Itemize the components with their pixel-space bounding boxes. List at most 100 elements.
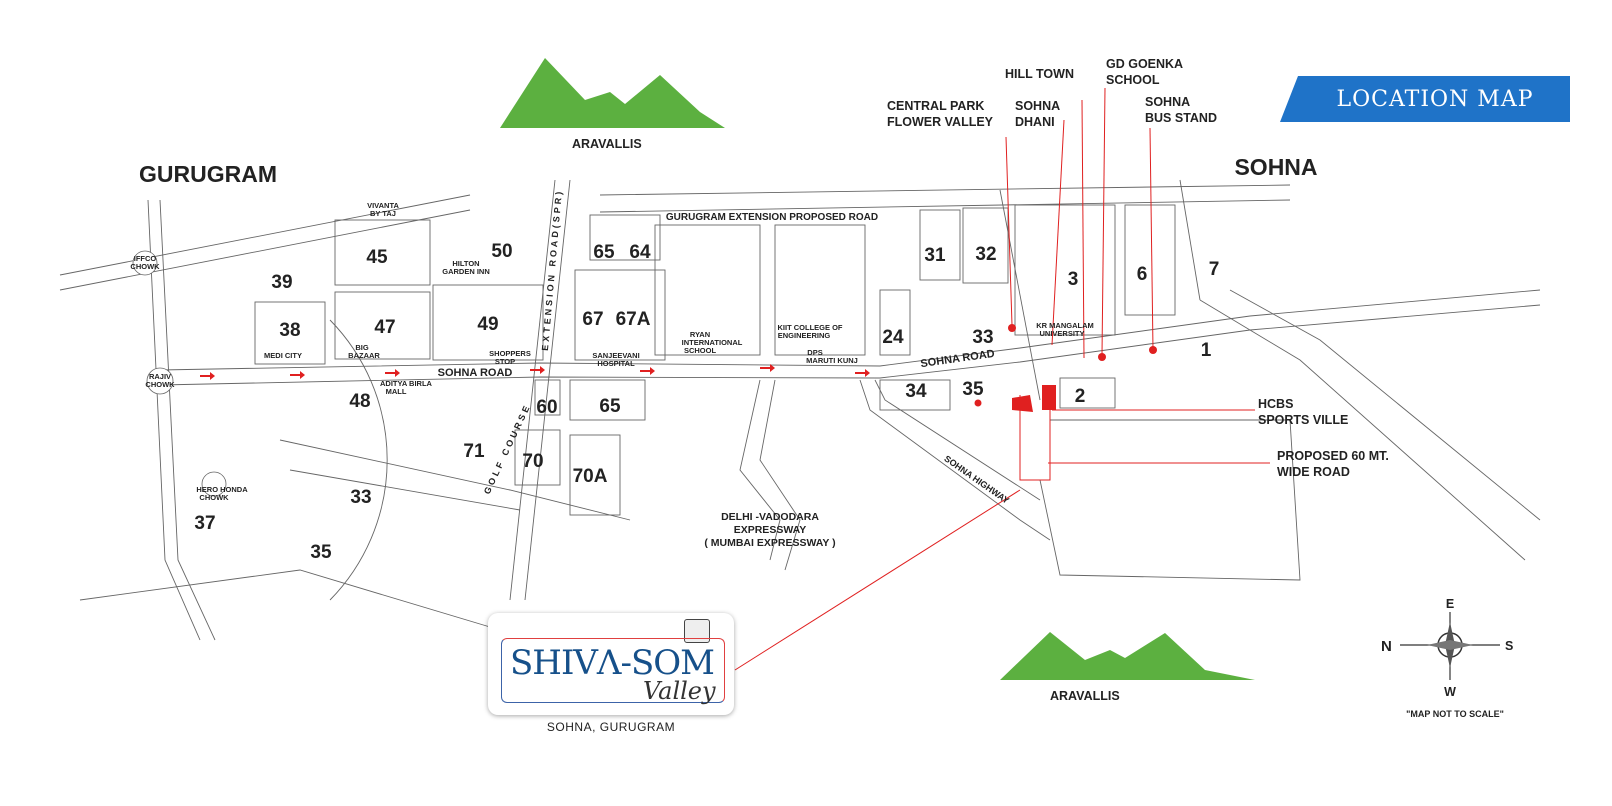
callout-bus-stand: BUS STAND xyxy=(1145,111,1217,125)
logo-name: SHIVΛ-SOM xyxy=(510,643,715,683)
landmark-kr-mangalam: UNIVERSITY xyxy=(1039,329,1084,338)
sector-labels: 45 50 39 38 47 49 48 65 64 67 67A 60 65 … xyxy=(194,241,1219,563)
landmark-labels: VIVANTA BY TAJ IFFCO CHOWK RAJIV CHOWK H… xyxy=(130,201,1093,502)
sector-label: 33 xyxy=(972,327,993,348)
landmark-hero-honda-chowk: CHOWK xyxy=(199,493,229,502)
sector-label: 65 xyxy=(599,396,621,417)
sector-label: 45 xyxy=(366,247,388,268)
road-label-sohna-road-east: SOHNA ROAD xyxy=(920,348,996,370)
compass-east: E xyxy=(1446,597,1454,611)
aravallis-hills-bottom xyxy=(1000,632,1255,680)
sector-label: 64 xyxy=(629,242,651,263)
landmark-kiit-college: KIIT COLLEGE OF xyxy=(778,323,843,332)
landmark-sanjeevani-hospital: SANJEEVANI xyxy=(592,351,639,360)
map-scale-note: "MAP NOT TO SCALE" xyxy=(1406,709,1504,719)
aravallis-label-bottom: ARAVALLIS xyxy=(1050,689,1120,703)
compass-rose-icon: E W N S "MAP NOT TO SCALE" xyxy=(1381,597,1513,719)
callout-hcbs: SPORTS VILLE xyxy=(1258,413,1348,427)
road-label-expressway: ( MUMBAI EXPRESSWAY ) xyxy=(704,537,835,549)
sector-label: 38 xyxy=(279,320,300,341)
callout-hill-town: HILL TOWN xyxy=(1005,67,1074,81)
road-label-sohna-road: SOHNA ROAD xyxy=(438,367,513,379)
sector-label: 34 xyxy=(905,381,927,402)
sector-label: 3 xyxy=(1068,269,1079,290)
landmark-medi-city: MEDI CITY xyxy=(264,351,302,360)
sector-label: 35 xyxy=(310,542,332,563)
sector-label: 65 xyxy=(593,242,615,263)
landmark-sanjeevani-hospital: HOSPITAL xyxy=(597,359,635,368)
sector-label: 70 xyxy=(522,451,543,472)
aravallis-hills-top xyxy=(500,58,725,128)
landmark-aditya-birla-mall: MALL xyxy=(386,387,407,396)
callout-gd-goenka: SCHOOL xyxy=(1106,73,1160,87)
road-network xyxy=(59,179,1541,641)
sector-label: 6 xyxy=(1137,264,1148,285)
callout-central-park: FLOWER VALLEY xyxy=(887,115,994,129)
location-map-banner: LOCATION MAP xyxy=(1280,76,1570,122)
sector-label: 71 xyxy=(463,441,485,462)
logo-subtitle: Valley xyxy=(643,677,716,705)
landmark-big-bazaar: BIG xyxy=(355,343,369,352)
compass-north: N xyxy=(1381,638,1392,655)
road-label-expressway: EXPRESSWAY xyxy=(734,524,807,536)
group-emblem-icon xyxy=(684,619,710,643)
project-site-a xyxy=(1012,395,1033,412)
landmark-kr-mangalam: KR MANGALAM xyxy=(1036,321,1094,330)
project-site-b xyxy=(1042,385,1056,410)
sector-label: 37 xyxy=(194,513,215,534)
landmark-vivanta: BY TAJ xyxy=(370,209,396,218)
landmark-shoppers-stop: STOP xyxy=(495,357,515,366)
landmark-vivanta: VIVANTA xyxy=(367,201,399,210)
sector-label: 35 xyxy=(962,379,984,400)
sector-label: 39 xyxy=(271,272,292,293)
city-label-sohna: SOHNA xyxy=(1234,154,1317,180)
landmark-hilton: GARDEN INN xyxy=(442,267,490,276)
road-label-extension-proposed: GURUGRAM EXTENSION PROPOSED ROAD xyxy=(666,212,878,223)
logo-caption: SOHNA, GURUGRAM xyxy=(546,720,676,734)
road-label-sohna-highway: SOHNA HIGHWAY xyxy=(942,453,1011,505)
sector-label: 32 xyxy=(975,244,996,265)
callout-gd-goenka: GD GOENKA xyxy=(1106,57,1183,71)
landmark-dps: DPS xyxy=(807,348,822,357)
landmark-rajiv-chowk: RAJIV xyxy=(149,372,171,381)
road-label-expressway: DELHI -VADODARA xyxy=(721,511,819,523)
sector-label: 1 xyxy=(1201,340,1212,361)
callout-sohna-dhani: DHANI xyxy=(1015,115,1055,129)
sector-label: 50 xyxy=(491,241,512,262)
aravallis-label-top: ARAVALLIS xyxy=(572,137,642,151)
landmark-big-bazaar: BAZAAR xyxy=(348,351,380,360)
compass-south: S xyxy=(1505,639,1513,653)
sector-label: 31 xyxy=(924,245,946,266)
city-label-gurugram: GURUGRAM xyxy=(139,161,277,187)
sector-label: 70A xyxy=(573,466,608,487)
callout-proposed-road: PROPOSED 60 MT. xyxy=(1277,449,1389,463)
sector-label: 49 xyxy=(477,314,498,335)
sector-label: 2 xyxy=(1075,386,1086,407)
landmark-hero-honda-chowk: HERO HONDA xyxy=(196,485,248,494)
logo-frame xyxy=(501,638,725,703)
compass-west: W xyxy=(1444,685,1456,699)
sector-label: 67 xyxy=(582,309,603,330)
landmark-rajiv-chowk: CHOWK xyxy=(145,380,175,389)
landmark-ryan-school: INTERNATIONAL xyxy=(682,338,743,347)
sector-label: 60 xyxy=(536,397,557,418)
route-markers xyxy=(200,87,1270,671)
landmark-shoppers-stop: SHOPPERS xyxy=(489,349,531,358)
road-label-golf-course: GOLF COURSE xyxy=(482,402,533,496)
callout-central-park: CENTRAL PARK xyxy=(887,99,984,113)
callout-proposed-road: WIDE ROAD xyxy=(1277,465,1350,479)
sector-label: 47 xyxy=(374,317,395,338)
sector-label: 33 xyxy=(350,487,371,508)
callout-labels: CENTRAL PARK FLOWER VALLEY SOHNA DHANI H… xyxy=(887,57,1389,479)
landmark-kiit-college: ENGINEERING xyxy=(778,331,831,340)
callout-hcbs: HCBS xyxy=(1258,397,1293,411)
callout-sohna-dhani: SOHNA xyxy=(1015,99,1060,113)
sector-label: 24 xyxy=(882,327,904,348)
landmark-aditya-birla-mall: ADITYA BIRLA xyxy=(380,379,433,388)
landmark-iffco-chowk: CHOWK xyxy=(130,262,160,271)
landmark-hilton: HILTON xyxy=(452,259,479,268)
sector-label: 48 xyxy=(349,391,370,412)
landmark-ryan-school: SCHOOL xyxy=(684,346,717,355)
sector-label: 67A xyxy=(616,309,651,330)
